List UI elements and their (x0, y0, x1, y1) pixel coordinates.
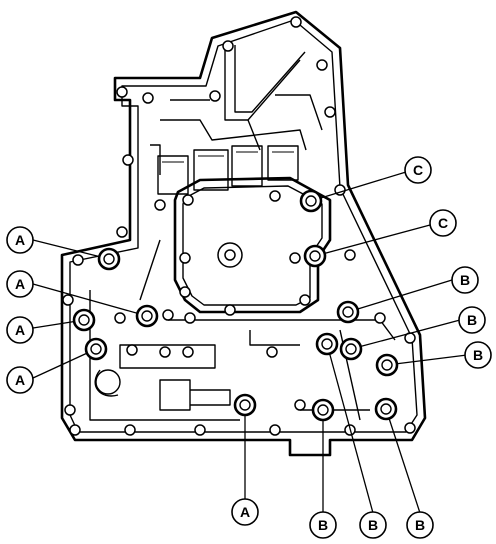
callout-a1: A (6, 226, 34, 254)
leader-b1 (347, 279, 453, 313)
bolt-b6 (374, 397, 398, 421)
callout-label: C (413, 162, 423, 178)
bolt-b5 (315, 332, 339, 356)
labelled-bolts (72, 189, 399, 422)
bolt-c1 (299, 189, 323, 213)
bolt-a2 (135, 304, 159, 328)
leader-b5 (326, 343, 374, 514)
bolt-c2 (303, 244, 327, 268)
bolt-b2 (339, 337, 363, 361)
callout-a5: A (231, 498, 259, 526)
bolt-b3 (375, 353, 399, 377)
callout-label: B (318, 517, 328, 533)
leader-a4 (32, 348, 97, 379)
bolt-a4 (84, 337, 108, 361)
callout-a4: A (6, 366, 34, 394)
bolt-b4 (311, 398, 335, 422)
leader-b6 (385, 408, 421, 514)
callout-label: A (240, 504, 250, 520)
callout-c1: C (404, 156, 432, 184)
callout-label: B (467, 312, 477, 328)
callout-label: A (15, 276, 25, 292)
leader-c2 (314, 224, 431, 257)
center-cover-plate (173, 176, 332, 314)
callout-b3: B (464, 341, 492, 369)
callout-c2: C (429, 209, 457, 237)
bolt-a5 (233, 393, 257, 417)
callout-a3: A (6, 316, 34, 344)
bolt-a3 (72, 308, 96, 332)
leader-b3 (386, 354, 468, 366)
leader-b2 (350, 319, 461, 350)
bolt-a1 (97, 247, 121, 271)
callout-label: A (15, 372, 25, 388)
callout-a2: A (6, 270, 34, 298)
callout-label: C (438, 215, 448, 231)
leader-a2 (32, 283, 148, 317)
leader-lines (32, 171, 468, 514)
callout-label: B (368, 517, 378, 533)
callout-label: B (473, 347, 483, 363)
callout-b4: B (309, 511, 337, 539)
leader-c1 (310, 171, 407, 202)
callout-label: A (15, 232, 25, 248)
callouts: A A A A A C C B (6, 156, 492, 539)
lower-passages (89, 239, 396, 421)
callout-b2: B (458, 306, 486, 334)
leader-a1 (32, 239, 110, 260)
callout-b5: B (359, 511, 387, 539)
upper-passages (150, 45, 323, 175)
callout-b1: B (451, 266, 479, 294)
callout-b6: B (406, 511, 434, 539)
callout-label: B (460, 272, 470, 288)
bolt-b1 (336, 300, 360, 324)
callout-label: B (415, 517, 425, 533)
callout-label: A (15, 322, 25, 338)
solenoid-cylinders (157, 145, 299, 195)
